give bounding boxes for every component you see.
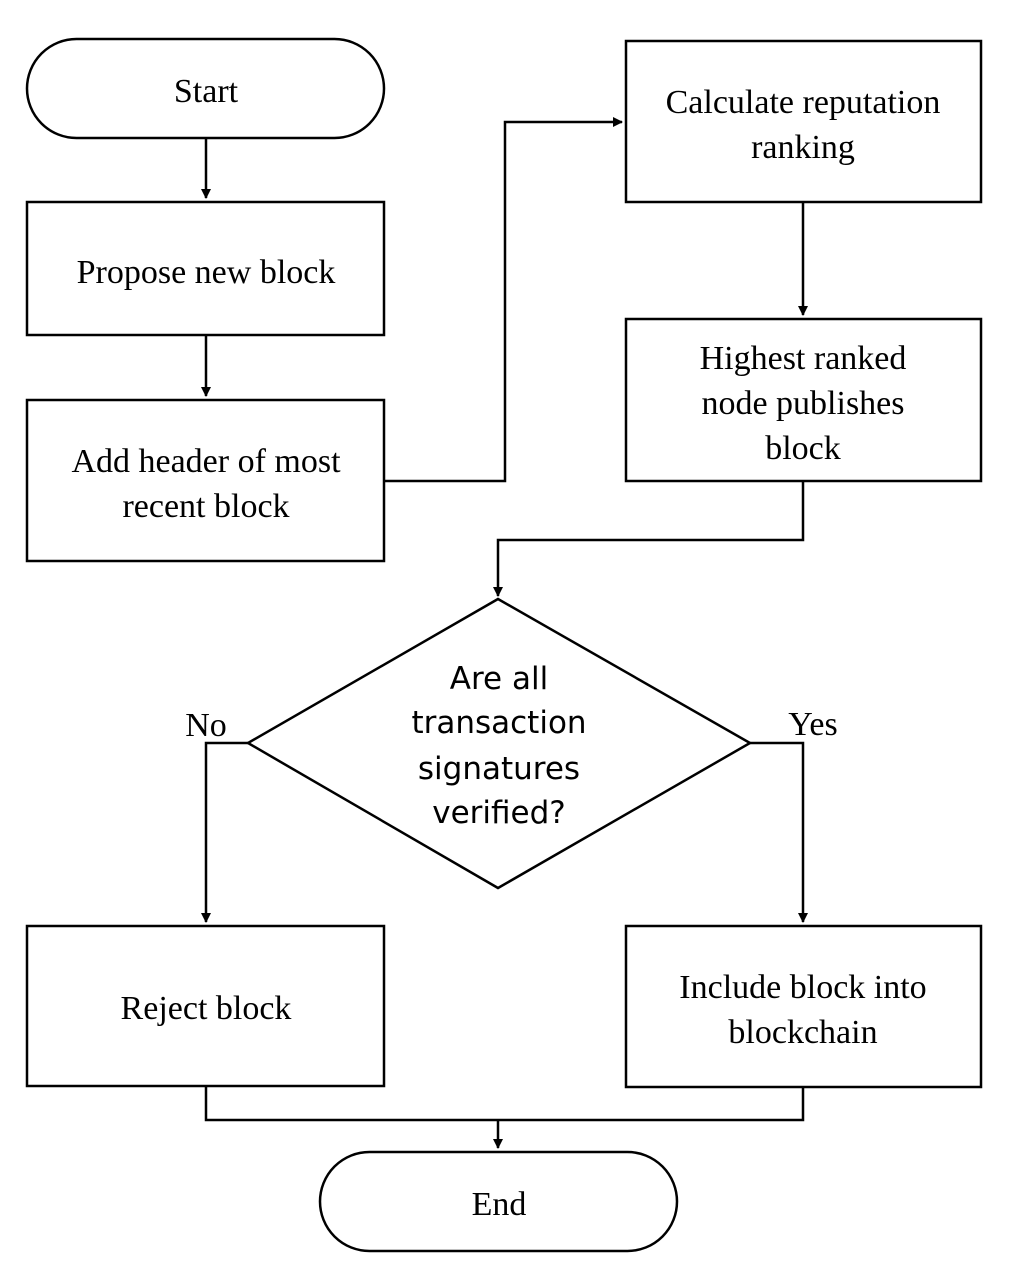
node-calculate-reputation: Calculate reputation ranking bbox=[624, 39, 983, 204]
edge-merge-line bbox=[204, 1087, 805, 1122]
calc-shape bbox=[624, 39, 983, 204]
include-label-line-1: Include block into bbox=[679, 969, 926, 1006]
node-reject-block: Reject block bbox=[25, 924, 386, 1088]
calc-label-line-2: ranking bbox=[751, 129, 855, 166]
reject-label: Reject block bbox=[121, 990, 292, 1027]
node-end: End bbox=[318, 1150, 679, 1253]
node-include-block: Include block into blockchain bbox=[624, 924, 983, 1089]
include-shape bbox=[624, 924, 983, 1089]
add-header-label-line-2: recent block bbox=[122, 488, 289, 525]
end-shape bbox=[318, 1150, 679, 1253]
add-header-label-line-1: Add header of most bbox=[71, 443, 341, 480]
node-highest-ranked: Highest ranked node publishes block bbox=[624, 317, 983, 483]
end-label: End bbox=[472, 1186, 527, 1223]
highest-label-line-3: block bbox=[765, 430, 841, 467]
node-decision-verified: Are all transaction signatures verified? bbox=[245, 597, 753, 890]
branch-label-yes: Yes bbox=[788, 706, 837, 743]
propose-label: Propose new block bbox=[77, 254, 336, 291]
node-start: Start bbox=[25, 37, 386, 140]
highest-shape bbox=[624, 317, 983, 483]
calc-label-line-1: Calculate reputation bbox=[666, 84, 941, 121]
highest-label-line-2: node publishes bbox=[701, 385, 904, 422]
decision-label-line-2: transaction bbox=[411, 705, 586, 741]
edge-decision-yes-to-include bbox=[750, 741, 808, 923]
decision-label-line-4: verified? bbox=[432, 795, 566, 831]
node-propose-new-block: Propose new block bbox=[25, 200, 386, 337]
edges bbox=[201, 117, 808, 1149]
reject-shape bbox=[25, 924, 386, 1088]
propose-shape bbox=[25, 200, 386, 337]
edge-highest-to-decision bbox=[493, 482, 805, 597]
decision-shape bbox=[245, 597, 753, 890]
edge-decision-no-to-reject bbox=[201, 741, 248, 923]
node-add-header: Add header of most recent block bbox=[25, 398, 386, 563]
highest-label-line-1: Highest ranked bbox=[700, 340, 907, 377]
add-header-shape bbox=[25, 398, 386, 563]
start-shape bbox=[25, 37, 386, 140]
decision-label-line-3: signatures bbox=[418, 751, 580, 787]
include-label-line-2: blockchain bbox=[728, 1014, 877, 1051]
decision-label-line-1: Are all bbox=[450, 661, 548, 697]
start-label: Start bbox=[174, 73, 239, 110]
edge-header-to-calc bbox=[384, 117, 623, 483]
branch-label-no: No bbox=[185, 707, 227, 744]
